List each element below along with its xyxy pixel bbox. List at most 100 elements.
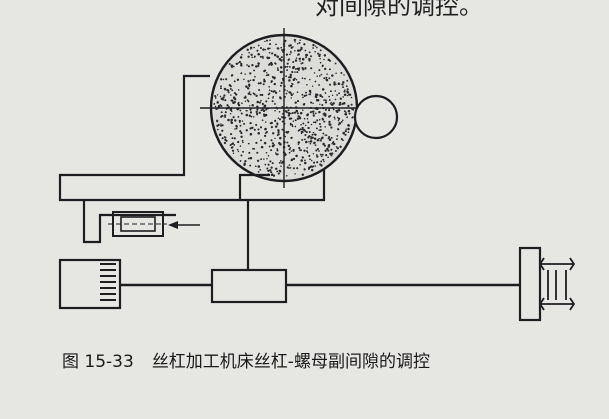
stipple-dot — [288, 151, 291, 154]
stipple-dot — [312, 114, 315, 117]
stipple-dot — [266, 56, 269, 59]
stipple-dot — [294, 101, 297, 104]
stipple-dot — [296, 71, 299, 74]
stipple-dot — [287, 112, 291, 115]
stipple-dot — [301, 173, 305, 176]
stipple-dot — [274, 91, 278, 95]
stipple-dot — [247, 55, 250, 58]
stipple-dot — [236, 78, 240, 82]
stipple-dot — [303, 117, 306, 120]
stipple-dot — [296, 117, 300, 120]
stipple-dot — [294, 71, 296, 73]
stipple-dot — [229, 133, 233, 136]
stipple-dot — [345, 128, 347, 130]
stipple-dot — [305, 131, 308, 134]
stipple-dot — [267, 155, 270, 157]
stipple-dot — [315, 149, 318, 152]
stipple-dot — [297, 141, 301, 144]
stipple-dot — [327, 156, 329, 159]
stipple-dot — [286, 69, 288, 72]
stipple-dot — [287, 58, 290, 62]
stipple-dot — [275, 43, 277, 46]
stipple-dot — [332, 141, 334, 144]
stipple-dot — [322, 132, 325, 135]
stipple-dot — [274, 137, 276, 140]
stipple-dot — [298, 57, 302, 61]
stipple-dot — [230, 99, 232, 102]
stipple-dot — [294, 39, 297, 41]
stipple-dot — [303, 43, 306, 46]
stipple-dot — [288, 91, 291, 94]
stipple-dot — [297, 54, 299, 56]
stipple-dot — [331, 94, 334, 97]
stipple-dot — [321, 103, 324, 107]
stipple-dot — [309, 142, 312, 145]
stipple-dot — [263, 134, 267, 138]
stipple-dot — [264, 48, 267, 51]
stipple-dot — [239, 130, 242, 133]
stipple-dot — [320, 160, 323, 163]
stipple-dot — [245, 129, 248, 132]
stipple-dot — [247, 65, 250, 68]
stipple-dot — [348, 93, 352, 96]
stipple-dot — [231, 142, 235, 145]
stipple-dot — [263, 141, 267, 145]
stipple-dot — [280, 56, 283, 59]
stipple-dot — [286, 141, 289, 144]
stipple-dot — [230, 110, 233, 112]
stipple-dot — [335, 72, 337, 74]
stipple-dot — [333, 83, 336, 86]
stipple-dot — [222, 78, 225, 81]
stipple-dot — [237, 101, 240, 104]
stipple-dot — [241, 120, 244, 122]
stipple-dot — [259, 55, 262, 58]
stipple-dot — [239, 56, 243, 59]
stipple-dot — [342, 131, 345, 135]
stipple-dot — [257, 62, 260, 65]
workpiece-circle — [353, 94, 399, 140]
stipple-dot — [278, 161, 281, 164]
stipple-dot — [279, 136, 282, 140]
stipple-dot — [279, 84, 282, 87]
stipple-dot — [294, 41, 296, 43]
stipple-dot — [309, 140, 313, 143]
stipple-dot — [233, 80, 236, 83]
stipple-dot — [331, 143, 333, 145]
stipple-dot — [302, 96, 304, 99]
stipple-dot — [249, 79, 252, 82]
stipple-dot — [273, 144, 276, 146]
stipple-dot — [249, 72, 252, 75]
stipple-dot — [344, 89, 346, 91]
stipple-dot — [337, 117, 341, 121]
stipple-dot — [330, 101, 332, 104]
stipple-dot — [285, 92, 288, 95]
stipple-dot — [327, 145, 330, 148]
stipple-dot — [314, 80, 317, 83]
stipple-dot — [294, 67, 297, 70]
stipple-dot — [319, 153, 322, 156]
stipple-dot — [255, 65, 258, 68]
stipple-dot — [298, 146, 301, 150]
stipple-dot — [252, 147, 254, 150]
stipple-dot — [248, 105, 251, 107]
stipple-dot — [346, 88, 349, 91]
stipple-dot — [315, 95, 318, 98]
stipple-dot — [306, 151, 309, 154]
stipple-dot — [272, 76, 274, 79]
stipple-dot — [229, 85, 232, 88]
stipple-dot — [298, 49, 302, 52]
stipple-dot — [323, 77, 326, 80]
stipple-dot — [271, 142, 275, 145]
stipple-dot — [337, 119, 340, 122]
stipple-dot — [292, 65, 295, 69]
stipple-dot — [240, 72, 243, 75]
stipple-dot — [253, 69, 256, 72]
stipple-dot — [324, 92, 327, 94]
stipple-dot — [220, 111, 223, 114]
stipple-dot — [271, 100, 274, 103]
stipple-dot — [249, 48, 252, 50]
stipple-dot — [247, 142, 250, 145]
stipple-dot — [334, 118, 336, 120]
stipple-dot — [256, 159, 260, 162]
stipple-dot — [325, 154, 328, 157]
